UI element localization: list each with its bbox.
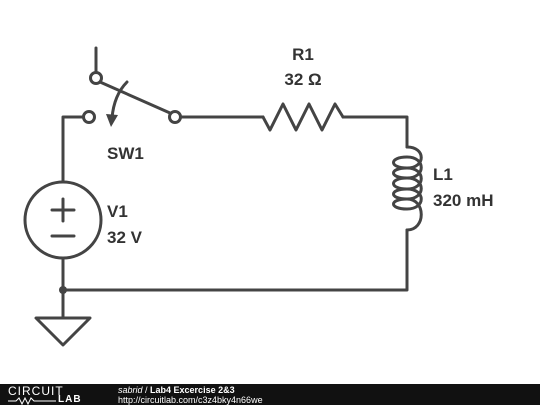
junction-node — [59, 286, 67, 294]
switch-right-terminal — [168, 110, 182, 124]
source-name-label: V1 — [107, 202, 128, 221]
footer-bar: CIRCUIT LAB sabrid / Lab4 Excercise 2&3 … — [0, 384, 540, 405]
logo-text-lab: LAB — [58, 394, 82, 405]
resistor-name-label: R1 — [292, 45, 314, 64]
switch-left-terminal — [82, 110, 96, 124]
resistor-r1-zigzag — [261, 102, 345, 132]
voltage-source-v1 — [23, 180, 103, 260]
switch-pivot-terminal — [89, 71, 103, 85]
wire-inductor-to-bottom — [61, 228, 409, 292]
footer-info: sabrid / Lab4 Excercise 2&3 http://circu… — [118, 385, 263, 405]
circuit-title[interactable]: Lab4 Excercise 2&3 — [150, 385, 235, 395]
wire-resistor-to-inductor — [341, 115, 409, 149]
switch-lever — [98, 80, 172, 115]
logo-resistor-icon — [8, 397, 56, 405]
ground-icon — [34, 316, 92, 347]
circuitlab-logo[interactable]: CIRCUIT LAB — [6, 384, 102, 405]
switch-arrowhead-icon — [106, 114, 118, 127]
inductor-value-label: 320 mH — [433, 191, 493, 210]
source-value-label: 32 V — [107, 228, 143, 247]
logo-text-circuit: CIRCUIT — [8, 384, 64, 398]
circuit-schematic: SW1 R1 32 Ω L1 320 mH V1 32 V — [23, 45, 493, 347]
resistor-value-label: 32 Ω — [284, 70, 321, 89]
wire-switch-to-source — [61, 115, 86, 184]
author-link[interactable]: sabrid — [118, 385, 143, 395]
inductor-name-label: L1 — [433, 165, 453, 184]
switch-sw1 — [82, 46, 182, 127]
switch-label: SW1 — [107, 144, 144, 163]
wires — [59, 115, 409, 320]
switch-action-arrow-icon — [110, 80, 129, 120]
circuit-url[interactable]: http://circuitlab.com/c3z4bky4n66we — [118, 395, 263, 405]
footer-title-line: sabrid / Lab4 Excercise 2&3 — [118, 385, 263, 395]
breadcrumb-separator: / — [142, 385, 151, 395]
inductor-l1-coil — [392, 145, 423, 232]
